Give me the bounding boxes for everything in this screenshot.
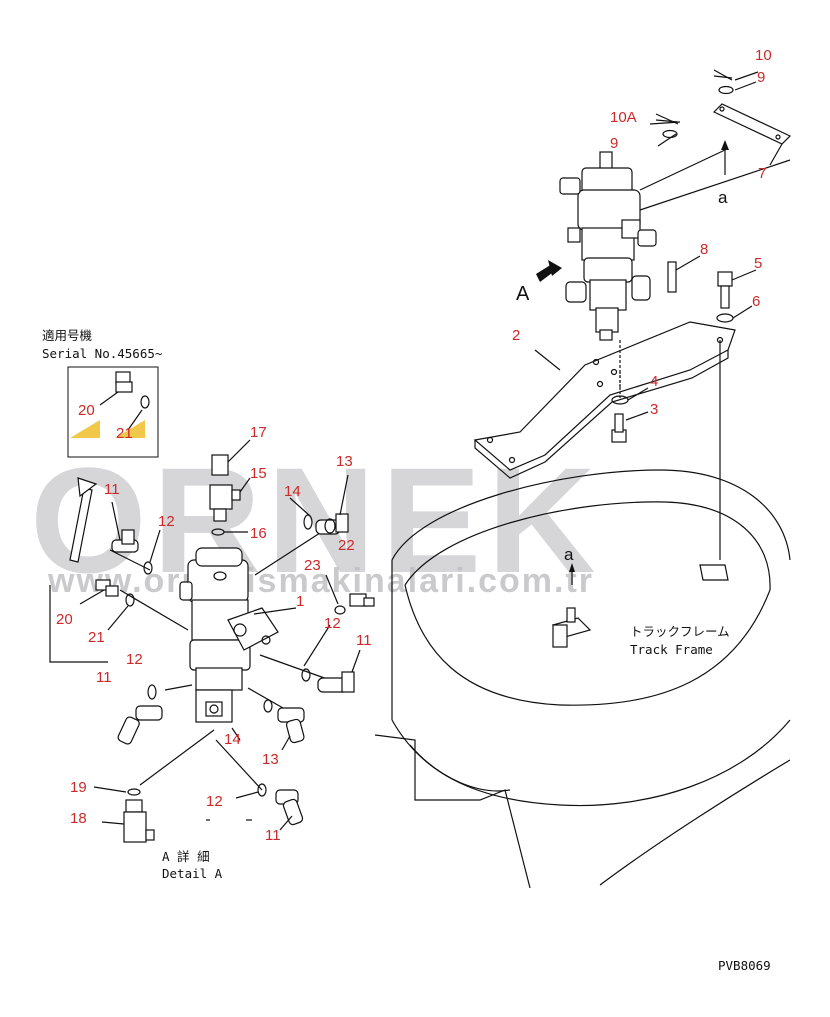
- callout-13-lower: 13: [262, 751, 279, 768]
- mark-a-lower: a: [564, 545, 574, 564]
- callout-14-upper: 14: [284, 483, 301, 500]
- callout-12-right: 12: [324, 615, 341, 632]
- serial-number: Serial No.45665~: [42, 346, 162, 361]
- track-frame-drawing: [374, 469, 791, 889]
- callout-11-right: 11: [356, 632, 372, 649]
- callout-20: 20: [56, 611, 73, 628]
- callout-16: 16: [250, 525, 267, 542]
- callout-4: 4: [650, 373, 658, 390]
- callout-7: 7: [758, 165, 766, 182]
- callout-11-upper: 11: [104, 481, 120, 498]
- serial-inset: [67, 366, 159, 458]
- callout-12-upper: 12: [158, 513, 175, 530]
- callout-5: 5: [754, 255, 762, 272]
- callout-19: 19: [70, 779, 87, 796]
- track-frame-jp: トラックフレーム: [630, 624, 730, 639]
- watermark-url: www.ornekismakinalari.com.tr: [47, 562, 594, 600]
- callout-14-lower: 14: [224, 731, 241, 748]
- callout-12-lower: 12: [206, 793, 223, 810]
- plate-drawing: [655, 69, 792, 175]
- callout-21-inset: 21: [116, 425, 133, 442]
- callout-18: 18: [70, 810, 87, 827]
- callout-numbers: 10 9 10A 9 7 8 5 6 2 4 3 20 21 17 13 15 …: [56, 47, 772, 844]
- callout-2: 2: [512, 327, 520, 344]
- leader-lines: [79, 71, 783, 831]
- callout-21: 21: [88, 629, 105, 646]
- callout-11-lower: 11: [265, 827, 281, 844]
- callout-17: 17: [250, 424, 267, 441]
- callout-1: 1: [296, 593, 304, 610]
- callout-10a: 10A: [610, 109, 637, 126]
- mark-a-upper: a: [718, 188, 728, 207]
- serial-title-jp: 適用号機: [42, 328, 93, 343]
- swivel-upper-drawing: [559, 149, 791, 341]
- callout-9-lower: 9: [610, 135, 618, 152]
- callout-22: 22: [338, 537, 355, 554]
- callout-11-left: 11: [96, 669, 112, 686]
- callout-9: 9: [757, 69, 765, 86]
- view-letter-a: A: [516, 283, 530, 305]
- detail-title-jp: A 詳 細: [162, 849, 210, 864]
- track-frame-en: Track Frame: [630, 642, 713, 657]
- callout-23: 23: [304, 557, 321, 574]
- callout-15: 15: [250, 465, 267, 482]
- detail-title-en: Detail A: [162, 866, 223, 881]
- watermark-brand: ORNEK: [30, 436, 602, 604]
- callout-3: 3: [650, 401, 658, 418]
- drawing-code: PVB8069: [718, 958, 771, 973]
- callout-10: 10: [755, 47, 772, 64]
- callout-13-upper: 13: [336, 453, 353, 470]
- callout-8: 8: [700, 241, 708, 258]
- view-arrow-a: [536, 260, 562, 282]
- bracket-drawing: [473, 321, 736, 560]
- callout-12-left: 12: [126, 651, 143, 668]
- callout-6: 6: [752, 293, 760, 310]
- callout-20-inset: 20: [78, 402, 95, 419]
